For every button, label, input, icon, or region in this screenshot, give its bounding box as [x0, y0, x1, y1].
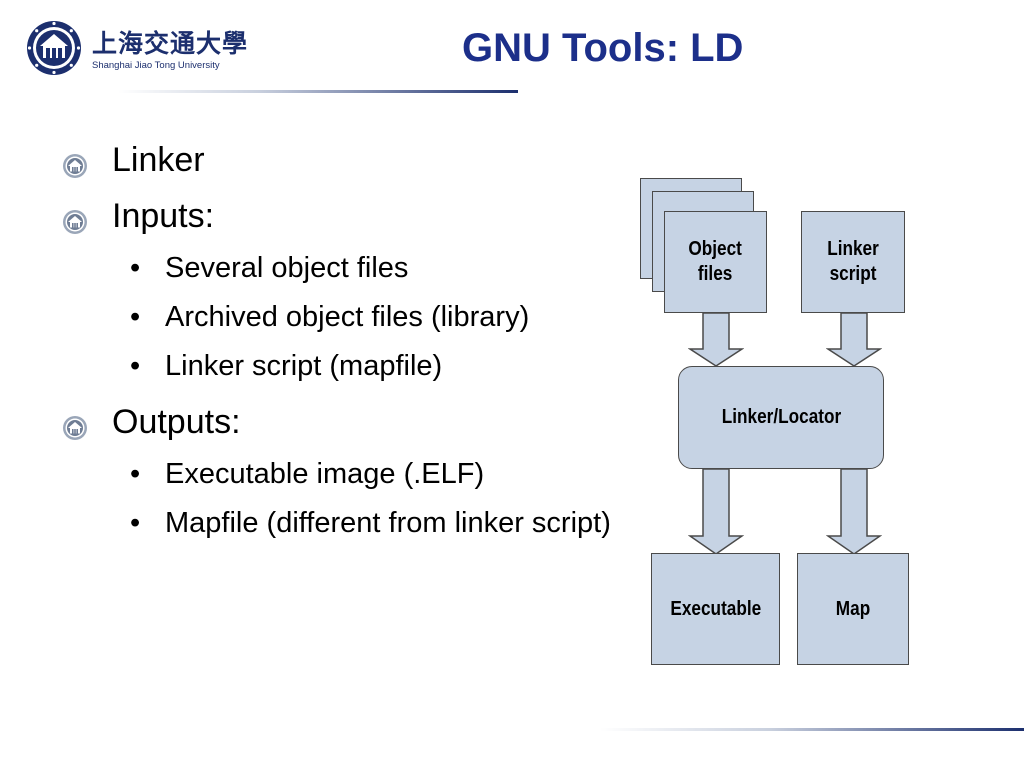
sub-bullet-dot: •: [130, 252, 141, 284]
arrow-linker-to-map: [826, 469, 882, 555]
object-files-box: Object files: [664, 211, 767, 313]
footer-divider: [600, 728, 1024, 731]
logo-chinese-name: 上海交通大學: [92, 29, 249, 58]
linker-script-box: Linker script: [801, 211, 905, 313]
sub-bullet-dot: •: [130, 301, 141, 333]
map-label: Map: [835, 597, 871, 620]
slide-title: GNU Tools: LD: [462, 26, 744, 70]
bullet-text: Outputs:: [112, 403, 241, 441]
executable-box: Executable: [651, 553, 780, 665]
sub-bullet-dot: •: [130, 458, 141, 490]
object-files-label: Object files: [688, 238, 743, 285]
header-divider: [118, 90, 518, 93]
sub-bullet-dot: •: [130, 350, 141, 382]
bullet-text: Inputs:: [112, 197, 215, 235]
university-emblem-icon: [62, 205, 88, 234]
bullet-text: Linker: [112, 141, 205, 179]
sub-bullet-dot: •: [130, 507, 141, 539]
arrow-linker-to-executable: [688, 469, 744, 555]
sub-bullet-text: Linker script (mapfile): [165, 350, 443, 382]
sub-bullet-text: Mapfile (different from linker script): [165, 507, 611, 539]
sub-bullet-text: Archived object files (library): [165, 301, 530, 333]
linker-locator-box: Linker/Locator: [678, 366, 884, 469]
sub-bullet-text: Executable image (.ELF): [165, 458, 485, 490]
arrow-object-files-to-linker: [688, 313, 744, 367]
map-box: Map: [797, 553, 909, 665]
linker-script-label: Linker script: [827, 238, 879, 285]
sub-bullet-text: Several object files: [165, 252, 409, 284]
university-emblem-icon: [62, 149, 88, 178]
university-logo: 上海交通大學 Shanghai Jiao Tong University: [26, 20, 249, 80]
university-emblem-icon: [62, 411, 88, 440]
university-emblem-icon: [27, 21, 81, 75]
linker-locator-label: Linker/Locator: [721, 406, 841, 428]
executable-label: Executable: [670, 597, 761, 620]
arrow-linker-script-to-linker: [826, 313, 882, 367]
logo-english-name: Shanghai Jiao Tong University: [92, 60, 220, 71]
